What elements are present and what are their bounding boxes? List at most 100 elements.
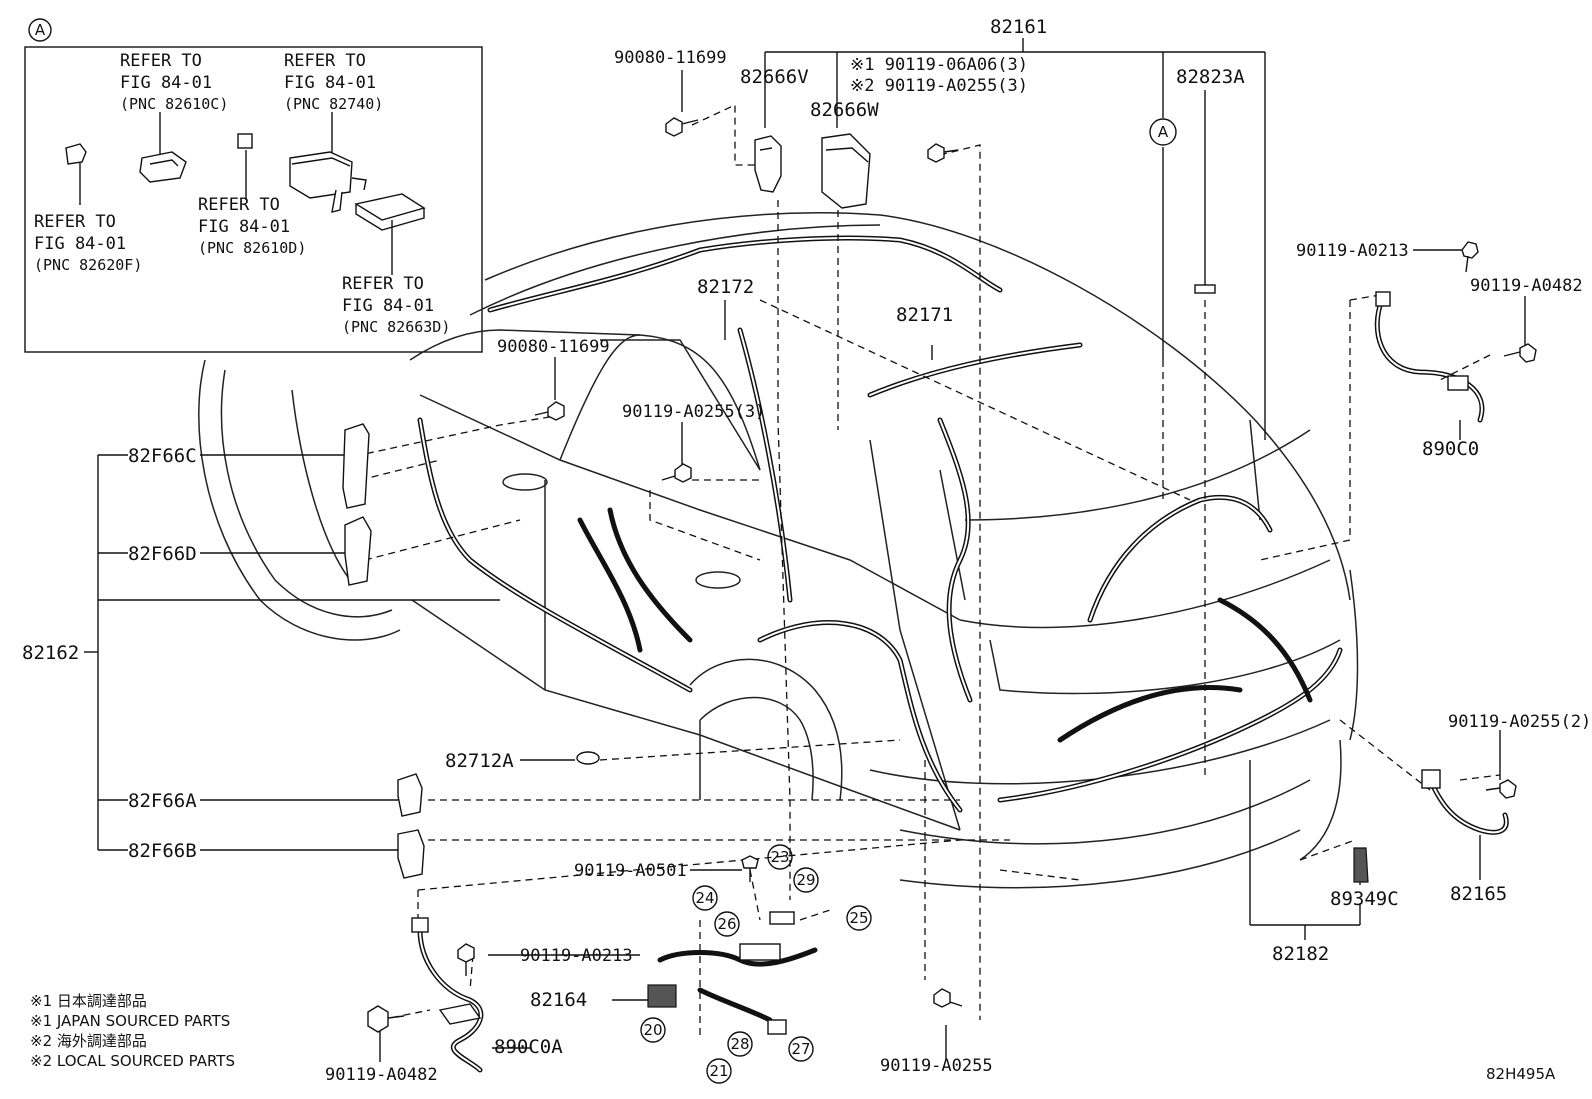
bolt-90119-A0501 [741,855,759,882]
footnote-2-en: ※2 LOCAL SOURCED PARTS [30,1052,235,1070]
inset-ref-4-line1: REFER TO [198,195,280,215]
label-90119-A0213-r: 90119-A0213 [1296,241,1409,261]
label-82666V: 82666V [740,66,809,88]
callout-20: 20 [643,1021,662,1039]
part-89349C [1353,847,1369,883]
label-90080-11699-mid: 90080-11699 [497,337,610,357]
label-note1-bolt: ※1 90119-06A06(3) [850,55,1028,75]
callouts: 20 21 23 24 25 26 27 28 29 [640,844,872,1084]
labels: 82161 90080-11699 82666V ※1 90119-06A06(… [22,16,1591,1085]
bolt-90080-mid [534,401,565,421]
inset-part-82663D [354,193,426,275]
rear-harness-82182 [997,494,1343,803]
label-82F66D: 82F66D [128,543,197,565]
floor-harness-82162 [417,417,963,813]
callout-24: 24 [695,889,714,907]
inset-ref-5-pnc: (PNC 82663D) [342,318,450,336]
part-82F66C [342,423,370,509]
bolt-90119-A0255-3 [661,463,692,483]
pillar-harness-82172 [937,417,973,703]
inset-ref-1-line1: REFER TO [120,51,202,71]
part-890C0A [411,917,484,1073]
bolt-90119-A0255-b [933,988,963,1008]
label-90119-A0255-3: 90119-A0255(3) [622,402,765,422]
label-82712A: 82712A [445,750,514,772]
label-90119-A0482-l: 90119-A0482 [325,1065,438,1085]
inset-ref-4-pnc: (PNC 82610D) [198,239,306,257]
label-82172: 82172 [697,276,754,298]
inset-ref-5-line2: FIG 84-01 [342,296,434,316]
inset-ref-3-line2: FIG 84-01 [34,234,126,254]
footnotes: ※1 日本調達部品 ※1 JAPAN SOURCED PARTS ※2 海外調達… [30,992,235,1070]
bolt-90119-A0213-r [1461,241,1479,273]
part-82F66B [397,829,425,879]
bolt-90119-A0255-2 [1485,779,1517,799]
inset-ref-5-line1: REFER TO [342,274,424,294]
label-82F66C: 82F66C [128,445,197,467]
label-82161: 82161 [990,16,1047,38]
bolt-90119-A0482-l [367,1005,405,1033]
footnote-1-en: ※1 JAPAN SOURCED PARTS [30,1012,230,1030]
inset-ref-4-line2: FIG 84-01 [198,217,290,237]
part-82F66A [397,773,423,817]
part-82165 [1421,769,1509,835]
inset-marker: A [35,21,46,39]
callout-28: 28 [730,1035,749,1053]
part-82666V [754,135,782,193]
bolt-90119-A0213-l [457,943,475,976]
label-82162: 82162 [22,642,79,664]
parts [342,117,1537,1073]
inset-panel: A REFER TO FIG 84-01 (PNC 82610C) REFER … [24,18,483,353]
bolt-90119-06A06 [927,143,959,163]
inset-ref-2-line1: REFER TO [284,51,366,71]
label-890C0: 890C0 [1422,438,1479,460]
label-90119-A0482-r: 90119-A0482 [1470,276,1583,296]
part-890C0 [1374,291,1485,423]
inset-ref-2-pnc: (PNC 82740) [284,95,383,113]
part-82712A [576,751,600,765]
footnote-2-ja: ※2 海外調達部品 [30,1032,147,1050]
callout-21: 21 [709,1062,728,1080]
marker-a-main: A [1158,123,1169,141]
callout-25: 25 [849,909,868,927]
inset-ref-3-line1: REFER TO [34,212,116,232]
bolt-90119-A0482-r [1503,343,1537,363]
figure-code: 82H495A [1486,1065,1556,1083]
callout-23: 23 [770,848,789,866]
label-90119-A0501: 90119-A0501 [574,861,687,881]
label-90119-A0255-2: 90119-A0255(2) [1448,712,1591,732]
label-82666W: 82666W [810,99,879,121]
inset-ref-1-line2: FIG 84-01 [120,73,212,93]
part-82666W [821,133,871,209]
inset-ref-2-line2: FIG 84-01 [284,73,376,93]
part-82F66D [344,516,372,586]
inset-part-82740 [289,112,367,213]
inset-ref-3-pnc: (PNC 82620F) [34,256,142,274]
callout-27: 27 [791,1040,810,1058]
label-82823A: 82823A [1176,66,1245,88]
callout-26: 26 [717,915,736,933]
label-82F66A: 82F66A [128,790,197,812]
dashed-guides [359,103,1501,1040]
label-82164: 82164 [530,989,587,1011]
label-90080-11699-top: 90080-11699 [614,48,727,68]
part-82164 [647,911,818,1035]
label-82F66B: 82F66B [128,840,197,862]
inset-ref-1-pnc: (PNC 82610C) [120,95,228,113]
label-note2-bolt: ※2 90119-A0255(3) [850,76,1028,96]
leaders [84,38,1526,1062]
part-82823A [1194,284,1216,294]
label-82182: 82182 [1272,943,1329,965]
callout-29: 29 [796,871,815,889]
label-90119-A0255-b: 90119-A0255 [880,1056,993,1076]
roof-harness-82161 [487,235,1083,603]
bolt-90080-top [665,117,699,137]
footnote-1-ja: ※1 日本調達部品 [30,992,147,1010]
vehicle-body-outline [198,212,1359,889]
label-90119-A0213-l: 90119-A0213 [520,946,633,966]
inset-part-82610C [139,112,187,183]
inset-part-82620F [65,143,87,205]
label-890C0A: 890C0A [494,1036,563,1058]
inset-part-82610D [237,133,253,200]
